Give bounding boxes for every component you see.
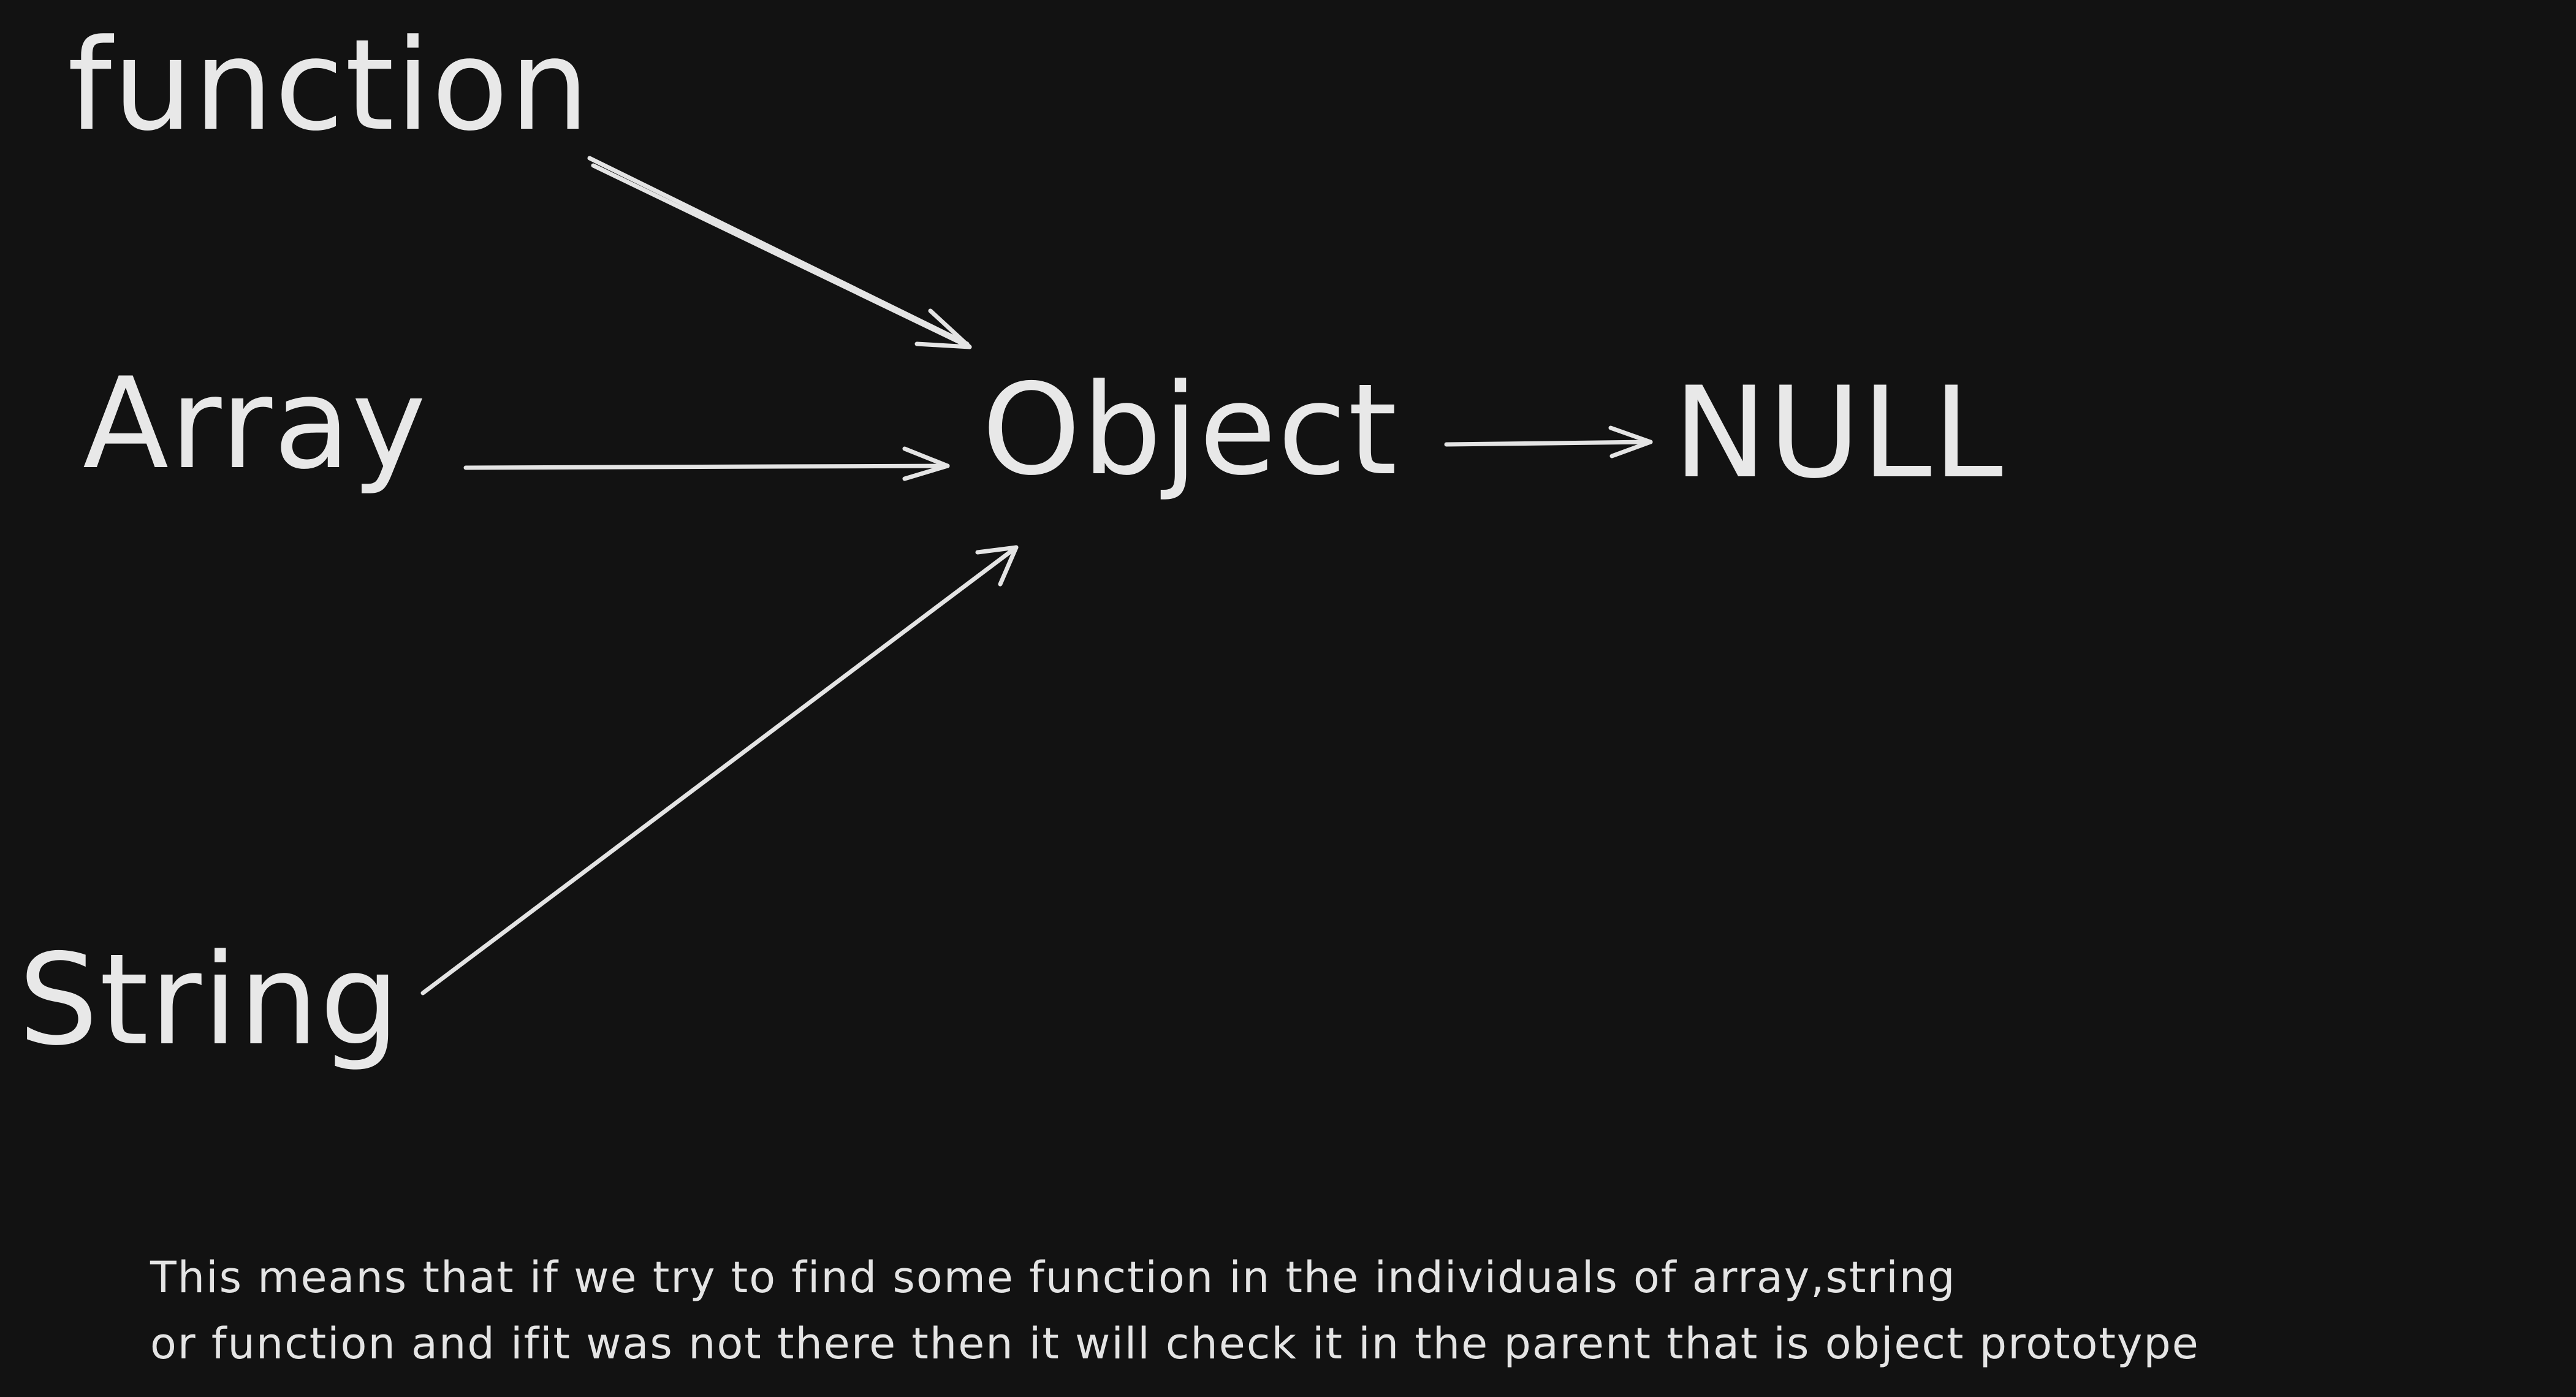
node-object: Object	[982, 357, 1399, 503]
arrow-string-to-object	[420, 545, 1019, 995]
node-function: function	[67, 13, 591, 159]
node-null: NULL	[1673, 360, 2004, 506]
explanation-note: This means that if we try to find some f…	[150, 1244, 2559, 1377]
arrow-object-to-null	[1444, 425, 1653, 459]
explanation-line-1: This means that if we try to find some f…	[150, 1252, 1956, 1303]
node-string: String	[18, 927, 401, 1073]
arrow-function-to-object	[587, 156, 972, 349]
explanation-line-2: or function and ifit was not there then …	[150, 1319, 2200, 1369]
arrow-array-to-object	[463, 446, 950, 481]
node-array: Array	[83, 351, 428, 497]
